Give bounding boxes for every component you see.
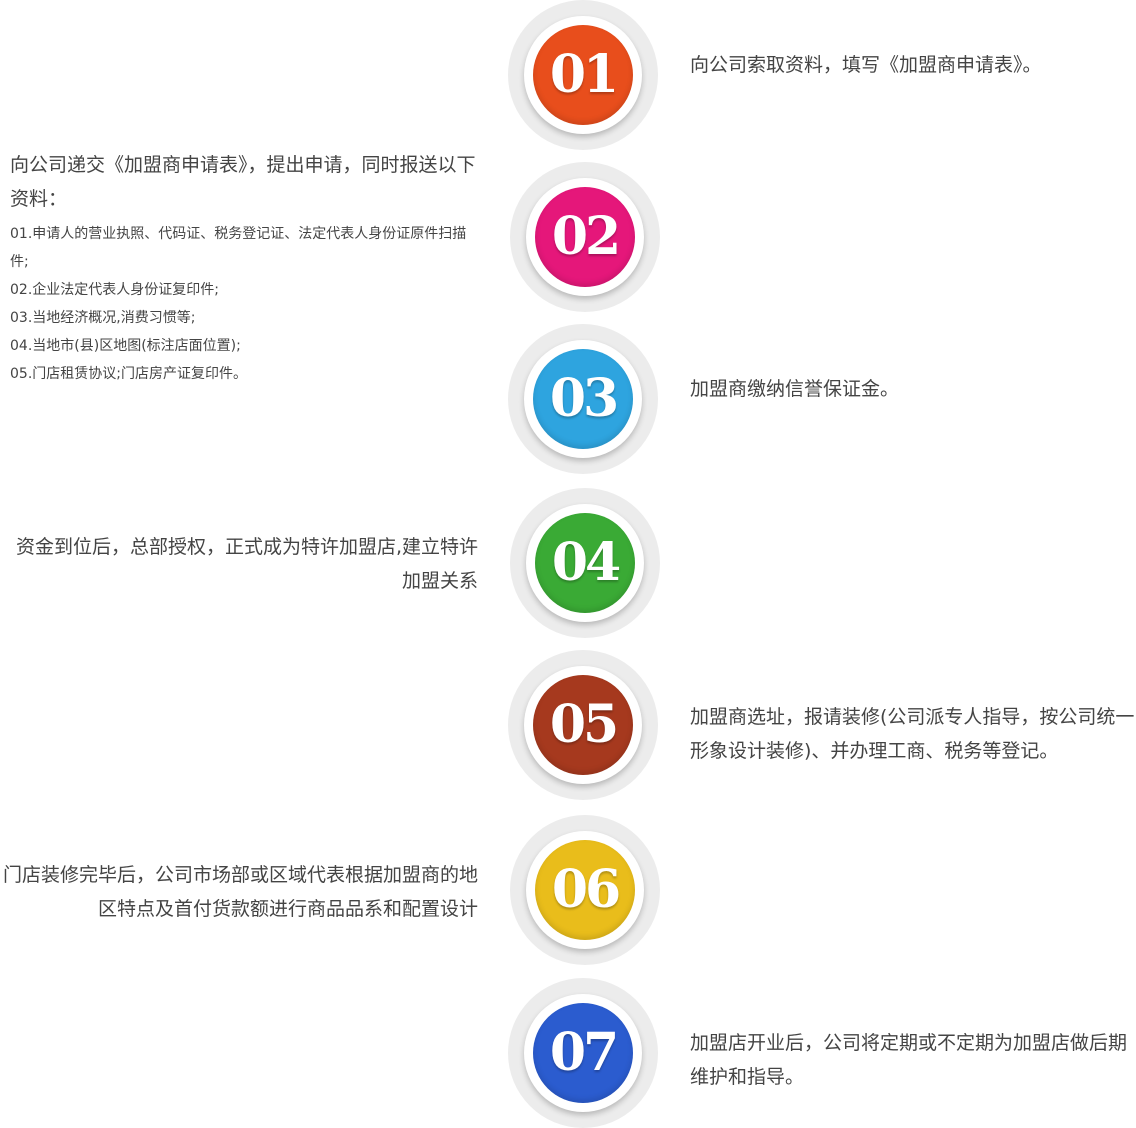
- step-04-number: 04: [551, 532, 621, 593]
- step-06-number: 06: [551, 859, 621, 920]
- step-04-badge: 04: [510, 488, 660, 638]
- list-item: 01.申请人的营业执照、代码证、税务登记证、法定代表人身份证原件扫描件;: [10, 226, 467, 270]
- step-01-text: 向公司索取资料，填写《加盟商申请表》。: [690, 54, 1042, 76]
- step-04-text: 资金到位后，总部授权，正式成为特许加盟店,建立特许加盟关系: [15, 536, 478, 592]
- step-02-materials-list: 01.申请人的营业执照、代码证、税务登记证、法定代表人身份证原件扫描件; 02.…: [10, 220, 480, 388]
- step-07-core: 07: [533, 1003, 633, 1103]
- step-03-badge: 03: [508, 324, 658, 474]
- step-01-badge: 01: [508, 0, 658, 150]
- step-05-badge: 05: [508, 650, 658, 800]
- step-02-badge: 02: [510, 162, 660, 312]
- step-02-text: 向公司递交《加盟商申请表》，提出申请，同时报送以下资料： 01.申请人的营业执照…: [10, 148, 480, 388]
- step-06-core: 06: [535, 840, 635, 940]
- step-05-number: 05: [549, 694, 619, 755]
- step-02-number: 02: [551, 206, 621, 267]
- step-03-text: 加盟商缴纳信誉保证金。: [690, 378, 900, 400]
- step-01-core: 01: [533, 25, 633, 125]
- list-item: 03.当地经济概况,消费习惯等;: [10, 310, 196, 326]
- step-07-badge: 07: [508, 978, 658, 1128]
- step-06-text: 门店装修完毕后，公司市场部或区域代表根据加盟商的地区特点及首付货款额进行商品品系…: [2, 864, 478, 920]
- step-01-number: 01: [549, 44, 619, 105]
- step-02-core: 02: [535, 187, 635, 287]
- list-item: 02.企业法定代表人身份证复印件;: [10, 282, 219, 298]
- step-07-text: 加盟店开业后，公司将定期或不定期为加盟店做后期维护和指导。: [690, 1032, 1128, 1088]
- step-02-intro: 向公司递交《加盟商申请表》，提出申请，同时报送以下资料：: [10, 154, 476, 210]
- list-item: 04.当地市(县)区地图(标注店面位置);: [10, 338, 241, 354]
- step-07-number: 07: [549, 1022, 619, 1083]
- step-06-badge: 06: [510, 815, 660, 965]
- step-03-number: 03: [549, 368, 619, 429]
- list-item: 05.门店租赁协议;门店房产证复印件。: [10, 366, 247, 382]
- step-03-core: 03: [533, 349, 633, 449]
- step-04-core: 04: [535, 513, 635, 613]
- step-05-core: 05: [533, 675, 633, 775]
- step-05-text: 加盟商选址，报请装修(公司派专人指导，按公司统一形象设计装修)、并办理工商、税务…: [690, 706, 1135, 762]
